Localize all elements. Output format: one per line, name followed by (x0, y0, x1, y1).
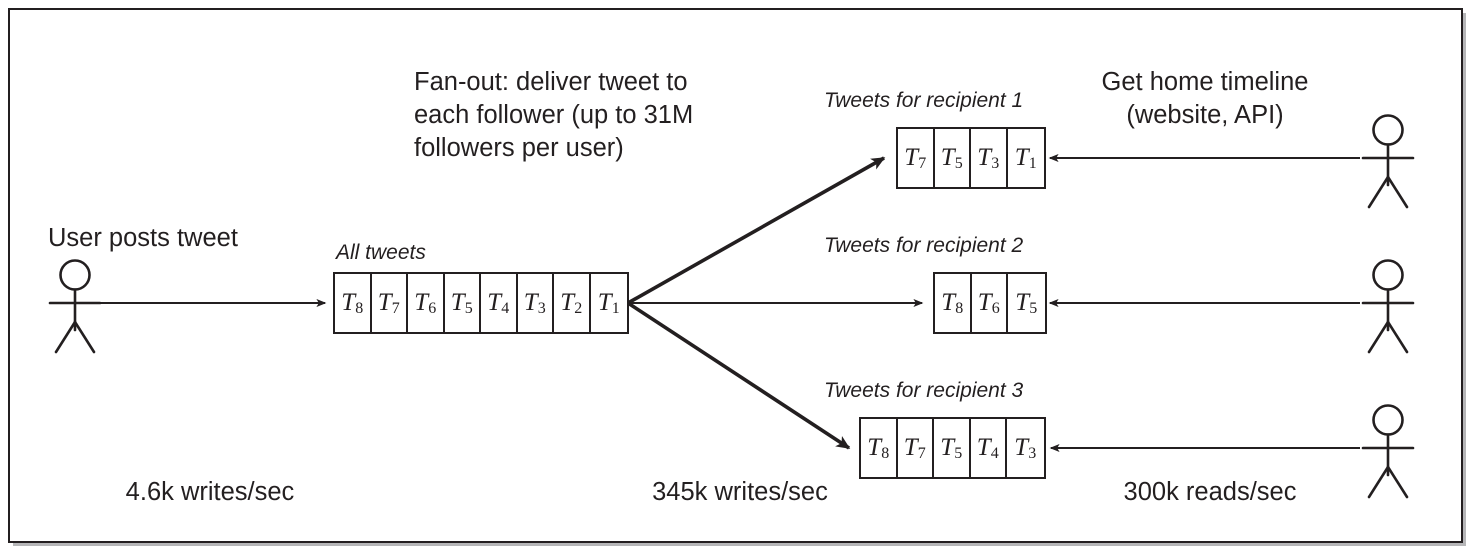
write-rate-fanout-label: 345k writes/sec (652, 478, 828, 506)
recipient1-caption: Tweets for recipient 1 (824, 89, 1024, 112)
tweet-cell-base: T (560, 289, 575, 316)
recipient3-caption: Tweets for recipient 3 (824, 379, 1024, 402)
tweet-cell-subscript: 8 (955, 300, 964, 317)
tweet-cell-subscript: 7 (391, 300, 400, 317)
tweet-cell-subscript: 1 (1028, 155, 1037, 172)
tweet-cell-subscript: 4 (501, 300, 510, 317)
tweet-cell-base: T (976, 434, 991, 461)
tweet-cell-subscript: 4 (990, 445, 999, 462)
tweet-cell-base: T (597, 289, 612, 316)
tweet-cell-subscript: 7 (918, 155, 927, 172)
tweet-cell-base: T (450, 289, 465, 316)
tweet-cell-base: T (1015, 289, 1030, 316)
fanout-description-line1: Fan-out: deliver tweet to (414, 68, 688, 96)
tweet-cell-subscript: 5 (954, 445, 963, 462)
tweet-cell-base: T (414, 289, 429, 316)
tweet-cell-base: T (940, 144, 955, 171)
tweet-cell-base: T (977, 289, 992, 316)
tweet-cell-subscript: 8 (881, 445, 890, 462)
recipient2-caption: Tweets for recipient 2 (824, 234, 1024, 257)
tweet-cell-subscript: 5 (954, 155, 963, 172)
fanout-description-line2: each follower (up to 31M (414, 101, 694, 129)
write-rate-left-label: 4.6k writes/sec (125, 478, 295, 506)
tweet-cell-subscript: 6 (991, 300, 1000, 317)
tweet-cell-subscript: 5 (464, 300, 473, 317)
user-posts-tweet-label: User posts tweet (48, 224, 238, 252)
tweet-cell-base: T (487, 289, 502, 316)
tweet-cell-subscript: 1 (611, 300, 620, 317)
all-tweets-caption: All tweets (336, 241, 426, 264)
tweet-cell-base: T (1014, 434, 1029, 461)
tweet-cell-base: T (977, 144, 992, 171)
tweet-cell-base: T (904, 144, 919, 171)
get-home-timeline-line2: (website, API) (1126, 101, 1284, 129)
tweet-cell-base: T (377, 289, 392, 316)
tweet-cell-base: T (941, 289, 956, 316)
tweet-cell-base: T (523, 289, 538, 316)
read-rate-right-label: 300k reads/sec (1123, 478, 1297, 506)
tweet-cell-subscript: 2 (574, 300, 583, 317)
tweet-cell-base: T (1014, 144, 1029, 171)
tweet-cell-subscript: 6 (428, 300, 437, 317)
tweet-cell-base: T (940, 434, 955, 461)
tweet-cell-subscript: 8 (355, 300, 364, 317)
tweet-cell-subscript: 7 (917, 445, 926, 462)
tweet-cell-base: T (903, 434, 918, 461)
tweet-cell-subscript: 5 (1029, 300, 1038, 317)
tweet-cell-subscript: 3 (991, 155, 1000, 172)
tweet-cell-base: T (341, 289, 356, 316)
tweet-cell-base: T (867, 434, 882, 461)
tweet-cell-subscript: 3 (1028, 445, 1037, 462)
tweet-cell-subscript: 3 (537, 300, 546, 317)
fanout-description-line3: followers per user) (414, 134, 624, 162)
get-home-timeline-line1: Get home timeline (1101, 68, 1309, 96)
